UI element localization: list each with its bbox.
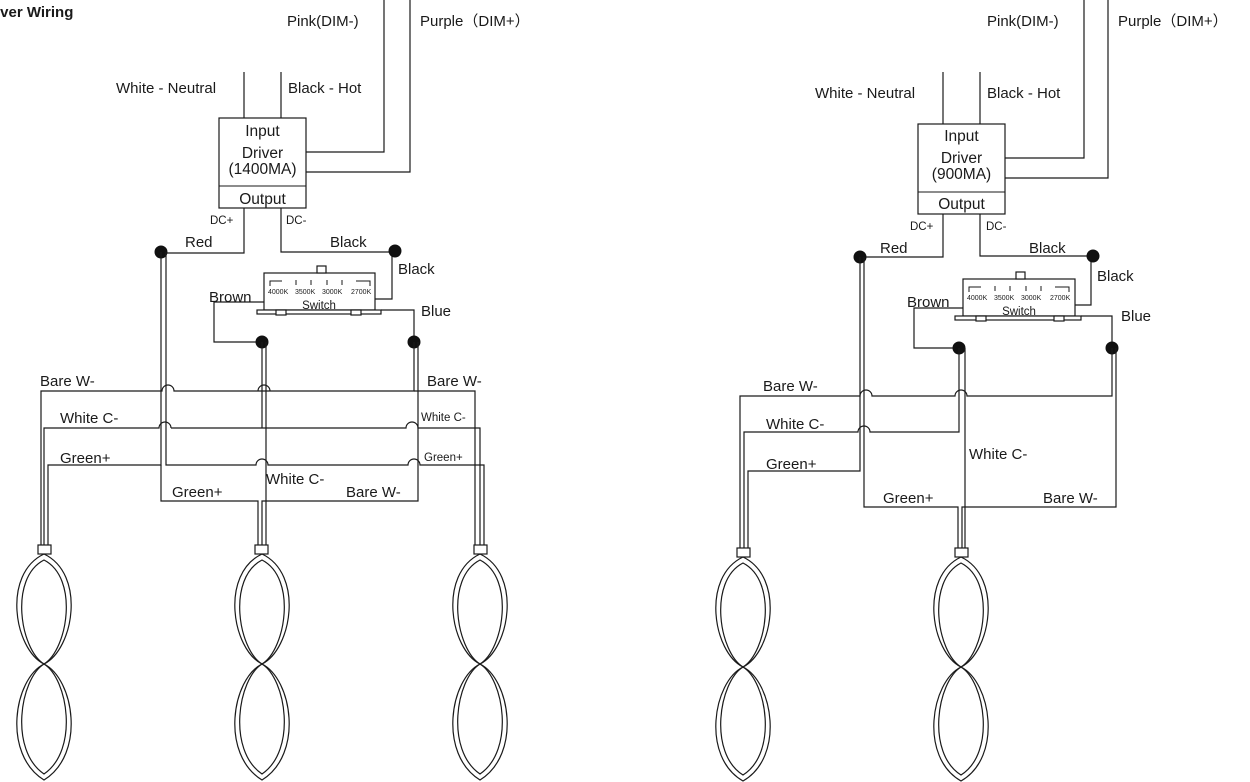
label-purple-dim-pos: Purple（DIM+） [420,13,530,30]
led-coil-1 [16,553,72,781]
driver-output-label-2: Output [938,196,985,213]
label-mid-green: Green+ [172,484,223,501]
label-black-hot: Black - Hot [288,80,362,97]
label-white-neutral: White - Neutral [116,80,216,97]
label-blue-2: Blue [1121,308,1151,325]
label-black-side-2: Black [1097,268,1134,285]
label-mid-bare-w-2: Bare W- [1043,490,1098,507]
led-coil-3 [452,553,508,781]
led-coil-2 [234,553,290,781]
label-dc-pos-2: DC+ [910,221,934,233]
label-left-green: Green+ [60,450,111,467]
label-blue: Blue [421,303,451,320]
label-left-white-c-2: White C- [766,416,824,433]
label-right-white-c: White C- [421,412,466,424]
label-dc-neg: DC- [286,215,307,227]
cct-switch: 4000K 3500K 3000K 2700K Switch [256,265,382,316]
label-left-white-c: White C- [60,410,118,427]
driver-rating-label: (1400MA) [228,161,296,178]
driver-input-label-2: Input [944,128,979,145]
connector-3 [473,544,488,555]
connector-5 [954,547,969,558]
junction-dot-black-2 [1086,249,1100,263]
connector-1 [37,544,52,555]
switch-temp-2700k-2: 2700K [1050,295,1071,302]
label-black-hot-2: Black - Hot [987,85,1061,102]
switch-temp-2700k: 2700K [351,289,372,296]
connector-2 [254,544,269,555]
label-mid-bare-w: Bare W- [346,484,401,501]
label-left-bare-w: Bare W- [40,373,95,390]
label-brown-2: Brown [907,294,950,311]
label-pink-dim-neg-2: Pink(DIM-) [987,13,1059,30]
label-mid-green-2: Green+ [883,490,934,507]
switch-temp-3500k-2: 3500K [994,295,1015,302]
label-red-2: Red [880,240,908,257]
driver-name-label-2: Driver [941,150,982,167]
label-dc-neg-2: DC- [986,221,1007,233]
diagram-1400ma: Pink(DIM-) Purple（DIM+） White - Neutral … [16,0,530,781]
label-mid-white-c-2: White C- [969,446,1027,463]
label-red: Red [185,234,213,251]
driver-rating-label-2: (900MA) [932,166,991,183]
label-white-neutral-2: White - Neutral [815,85,915,102]
switch-temp-4000k-2: 4000K [967,295,988,302]
switch-temp-3500k: 3500K [295,289,316,296]
led-coil-5 [933,556,989,782]
switch-temp-3000k-2: 3000K [1021,295,1042,302]
label-left-green-2: Green+ [766,456,817,473]
page-title: iver Wiring [0,4,73,21]
switch-label-2: Switch [1002,306,1036,318]
label-purple-dim-pos-2: Purple（DIM+） [1118,13,1228,30]
label-right-green: Green+ [424,452,463,464]
label-black-side: Black [398,261,435,278]
switch-temp-3000k: 3000K [322,289,343,296]
label-black-top: Black [330,234,367,251]
led-coil-4 [715,556,771,782]
label-right-bare-w: Bare W- [427,373,482,390]
junction-dot-black [388,244,402,258]
connector-4 [736,547,751,558]
driver-output-label: Output [239,191,286,208]
label-dc-pos: DC+ [210,215,234,227]
driver-name-label: Driver [242,145,283,162]
cct-switch-2: 4000K 3500K 3000K 2700K Switch [954,271,1082,322]
label-left-bare-w-2: Bare W- [763,378,818,395]
driver-box-2: Input Driver (900MA) Output [917,123,1006,215]
driver-input-label: Input [245,123,280,140]
driver-box: Input Driver (1400MA) Output [218,117,307,209]
label-brown: Brown [209,289,252,306]
label-pink-dim-neg: Pink(DIM-) [287,13,359,30]
switch-temp-4000k: 4000K [268,289,289,296]
label-black-top-2: Black [1029,240,1066,257]
label-mid-white-c: White C- [266,471,324,488]
diagram-900ma: Pink(DIM-) Purple（DIM+） White - Neutral … [715,0,1228,782]
switch-label: Switch [302,300,336,312]
